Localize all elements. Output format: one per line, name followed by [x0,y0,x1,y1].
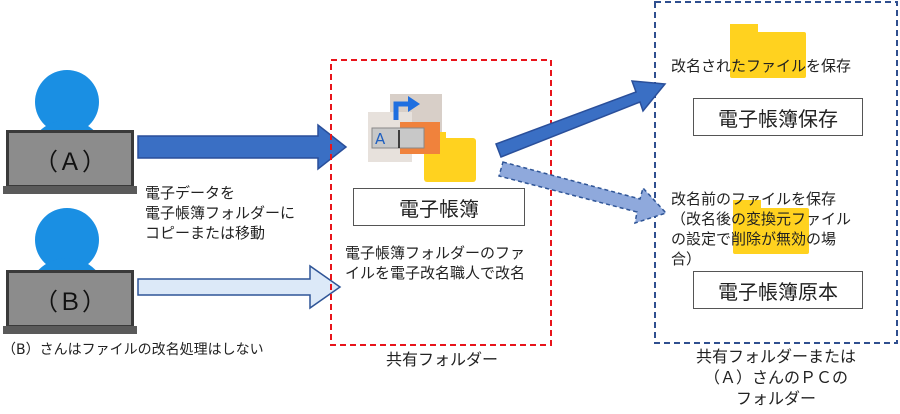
shared-desc-line-1: 電子帳簿フォルダーのファ [345,244,526,262]
dest-caption-line-1: 共有フォルダーまたは [695,347,856,366]
dest-caption-line-2: （Ａ）さんのＰＣの [703,368,848,387]
dest-caption-line-3: フォルダー [735,389,816,408]
saved-box: 電子帳簿保存 [693,98,863,136]
shared-desc-line-2: イルを電子改名職人で改名 [345,264,526,282]
original-note-line-3: の設定で削除が無効の場 [671,230,837,248]
svg-text:A: A [375,130,386,148]
user-b-laptop-icon: （Ｂ） [6,270,134,328]
user-a-label: （Ａ） [34,147,106,176]
original-note: 改名前のファイルを保存 （改名後の変換元ファイル の設定で削除が無効の場 合） [671,189,851,269]
copy-note-line-2: 電子帳簿フォルダーに [145,204,296,222]
destination-caption: 共有フォルダーまたは （Ａ）さんのＰＣの フォルダー [655,346,897,409]
destination-frame [654,1,898,344]
arrow-b-to-folder [137,264,342,310]
user-b-laptop-base [3,326,137,334]
original-note-line-1: 改名前のファイルを保存 [671,190,837,208]
user-a-laptop-base [3,186,137,194]
copy-note-line-3: コピーまたは移動 [145,224,266,242]
original-folder-icon [733,200,809,254]
saved-folder-icon [730,24,806,78]
original-note-line-2: （改名後の変換元ファイル [671,210,852,228]
shared-folder-description: 電子帳簿フォルダーのファ イルを電子改名職人で改名 [345,243,525,283]
original-box: 電子帳簿原本 [693,271,863,309]
copy-note: 電子データを 電子帳簿フォルダーに コピーまたは移動 [145,183,295,243]
copy-note-line-1: 電子データを [145,184,236,202]
rename-app-icon: A [368,94,476,182]
arrow-a-to-folder [137,123,348,171]
shared-folder-box: 電子帳簿 [353,188,525,226]
shared-folder-caption: 共有フォルダー [386,350,499,369]
arrow-to-saved [495,80,667,158]
shared-folder-frame [330,59,552,346]
user-b-label: （Ｂ） [34,287,106,316]
arrow-to-original [498,161,668,225]
saved-note: 改名されたファイルを保存 [671,57,852,75]
original-note-line-4: 合） [671,250,702,268]
user-b-note: （B）さんはファイルの改名処理はしない [2,342,264,358]
